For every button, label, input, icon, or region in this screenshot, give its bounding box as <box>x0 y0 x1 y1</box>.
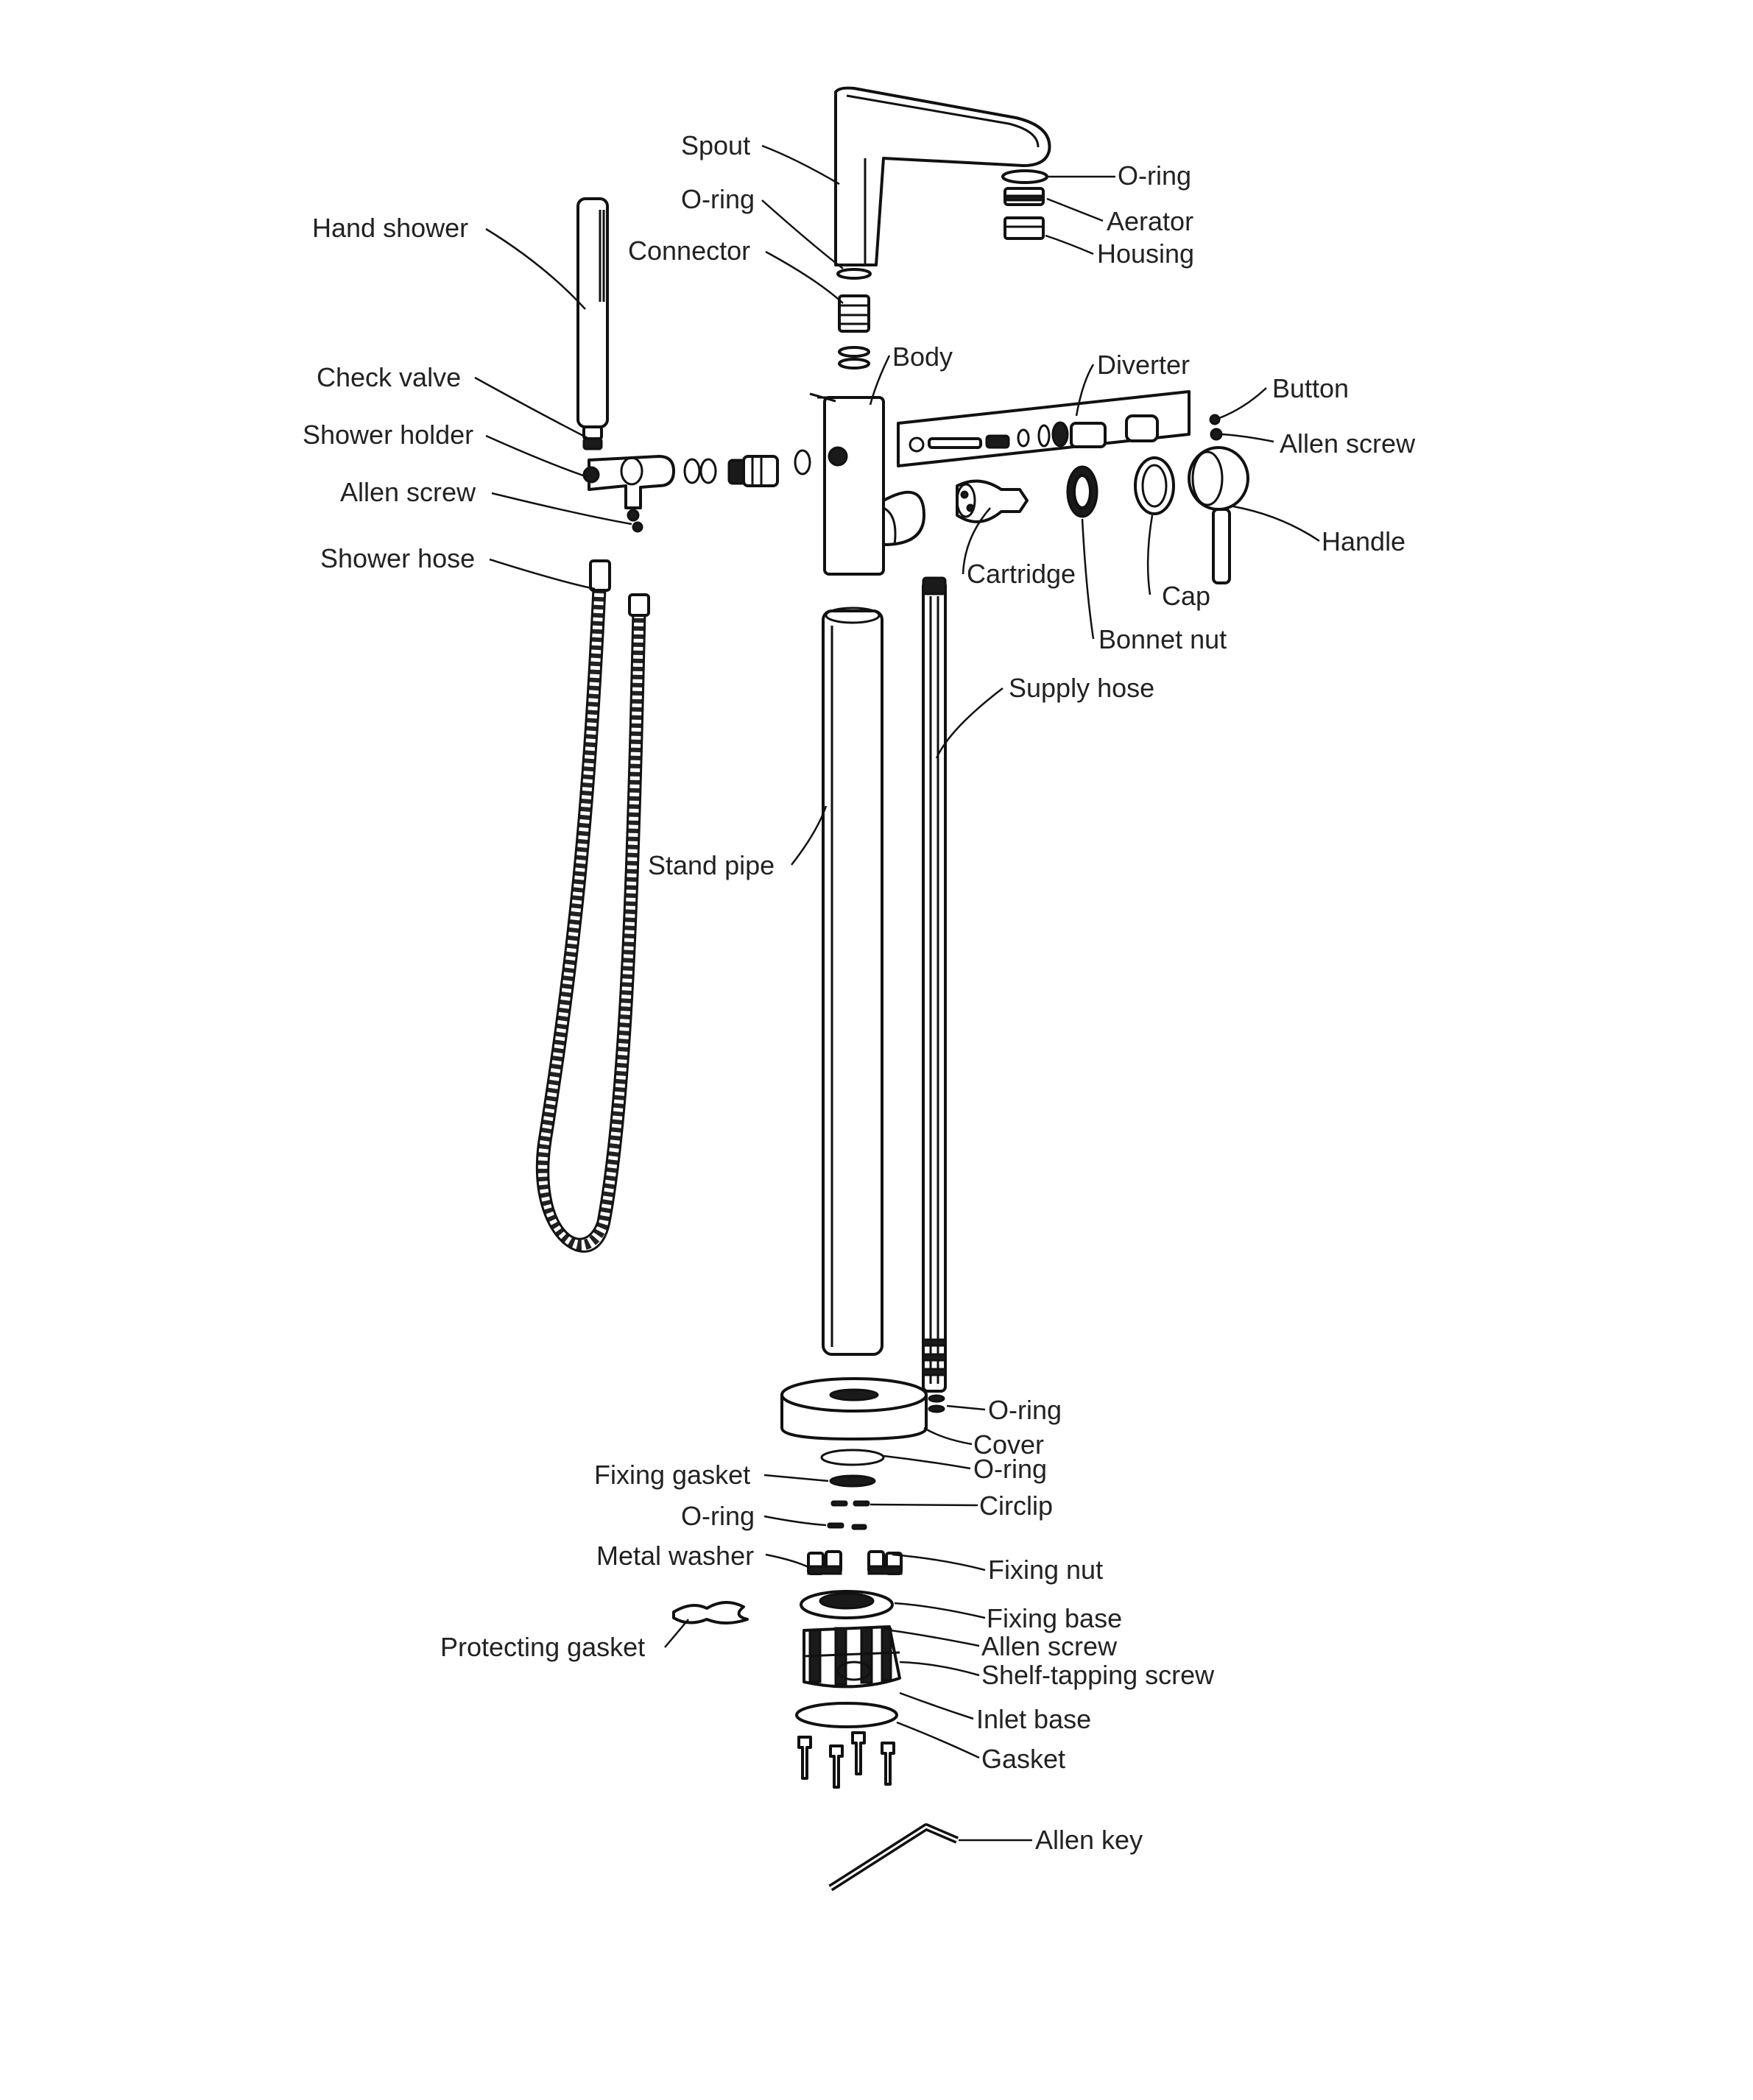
supply-hose-drawing <box>922 576 947 1413</box>
label-handle: Handle <box>1322 526 1405 556</box>
leader-lines <box>474 144 1320 1842</box>
inlet-base-drawing <box>803 1625 901 1689</box>
aerator-drawing <box>1001 169 1048 240</box>
cover-drawing <box>780 1377 928 1440</box>
label-inlet-base: Inlet base <box>976 1704 1091 1734</box>
label-button: Button <box>1272 373 1349 403</box>
circlip-drawing <box>827 1500 870 1530</box>
label-spout: Spout <box>681 130 750 160</box>
label-diverter: Diverter <box>1097 350 1190 380</box>
label-protecting-gasket: Protecting gasket <box>440 1632 645 1662</box>
label-shower-hose: Shower hose <box>320 543 475 573</box>
gasket-drawing <box>795 1702 898 1728</box>
cap-drawing <box>1134 456 1175 515</box>
label-check-valve: Check valve <box>317 362 461 392</box>
label-o-ring-aerator: O-ring <box>1118 160 1191 191</box>
part-labels: Spout O-ring Connector Hand shower Check… <box>303 130 1416 1855</box>
stand-pipe-drawing <box>822 607 883 1356</box>
label-hand-shower: Hand shower <box>312 213 468 243</box>
bonnet-nut-drawing <box>1066 465 1098 518</box>
hand-shower-drawing <box>576 197 609 450</box>
body-o-rings-drawing <box>683 449 811 487</box>
fixing-base-drawing <box>800 1590 894 1619</box>
label-body: Body <box>892 342 953 372</box>
label-fixing-nut: Fixing nut <box>988 1555 1103 1585</box>
protecting-gasket-drawing <box>672 1601 749 1625</box>
label-o-ring-supply: O-ring <box>988 1395 1062 1425</box>
label-allen-screw-base: Allen screw <box>981 1631 1118 1661</box>
button-drawing <box>1209 414 1223 441</box>
fixing-gasket-drawing <box>820 1449 885 1488</box>
screws-drawing <box>797 1731 895 1789</box>
shower-holder-drawing <box>582 455 675 533</box>
label-housing: Housing <box>1097 238 1194 269</box>
label-allen-screw-handle: Allen screw <box>1280 428 1416 459</box>
label-o-ring-spout: O-ring <box>681 184 755 214</box>
label-o-ring-base: O-ring <box>681 1501 755 1531</box>
label-metal-washer: Metal washer <box>596 1541 754 1571</box>
label-self-tapping-screw: Shelf-tapping screw <box>981 1660 1215 1690</box>
spout-drawing <box>834 86 1051 266</box>
label-o-ring-cover: O-ring <box>973 1454 1047 1484</box>
allen-key-drawing <box>828 1823 959 1892</box>
label-supply-hose: Supply hose <box>1009 673 1154 703</box>
label-circlip: Circlip <box>979 1491 1053 1521</box>
fixing-nut-drawing <box>807 1550 903 1575</box>
label-gasket: Gasket <box>981 1744 1065 1774</box>
label-shower-holder: Shower holder <box>303 420 473 450</box>
shower-hose-drawing <box>535 559 650 1253</box>
label-fixing-gasket: Fixing gasket <box>594 1460 750 1490</box>
label-stand-pipe: Stand pipe <box>648 850 775 880</box>
connector-drawing <box>836 268 872 370</box>
body-drawing <box>809 392 925 576</box>
label-aerator: Aerator <box>1107 206 1193 236</box>
diverter-drawing <box>897 390 1191 467</box>
label-cap: Cap <box>1162 581 1210 611</box>
label-allen-key: Allen key <box>1035 1825 1143 1855</box>
label-connector: Connector <box>628 236 750 266</box>
label-cartridge: Cartridge <box>967 559 1076 589</box>
label-fixing-base: Fixing base <box>987 1603 1122 1633</box>
cartridge-drawing <box>956 479 1029 523</box>
handle-drawing <box>1188 446 1249 584</box>
label-bonnet-nut: Bonnet nut <box>1098 624 1227 654</box>
label-cover: Cover <box>973 1429 1044 1460</box>
label-allen-screw-holder: Allen screw <box>340 477 476 507</box>
